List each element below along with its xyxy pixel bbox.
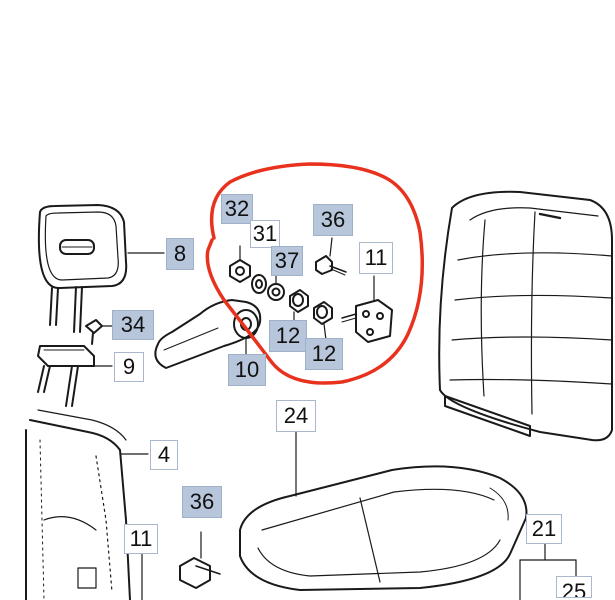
highlight-circle: [205, 162, 425, 385]
clip-drawing: [85, 319, 113, 345]
callout-4: 4: [150, 440, 178, 470]
callout-34: 34: [112, 310, 154, 340]
headrest-guide-drawing: [37, 345, 113, 407]
callout-25: 25: [556, 576, 592, 598]
headrest-drawing: [37, 204, 128, 333]
callout-36-upper: 36: [313, 204, 353, 236]
seat-frame-drawing: [25, 409, 149, 600]
callout-32: 32: [221, 194, 253, 224]
callout-8: 8: [166, 238, 194, 270]
callout-10: 10: [228, 354, 266, 386]
bolt-drawing: [141, 531, 221, 600]
callout-12-right: 12: [305, 338, 343, 370]
callout-11-upper: 11: [359, 242, 393, 274]
callout-24: 24: [276, 400, 316, 432]
callout-36-lower: 36: [182, 486, 222, 518]
callout-21: 21: [526, 514, 562, 544]
bracket-lines: [519, 540, 577, 600]
callout-31: 31: [250, 220, 280, 248]
seat-back-drawing: [438, 190, 613, 442]
hardware-drawing: [229, 237, 393, 343]
seat-cushion-drawing: [239, 429, 528, 591]
callout-12-left: 12: [269, 320, 307, 352]
callout-37: 37: [271, 246, 303, 276]
callout-11-lower: 11: [124, 524, 158, 554]
callout-9: 9: [114, 352, 144, 382]
